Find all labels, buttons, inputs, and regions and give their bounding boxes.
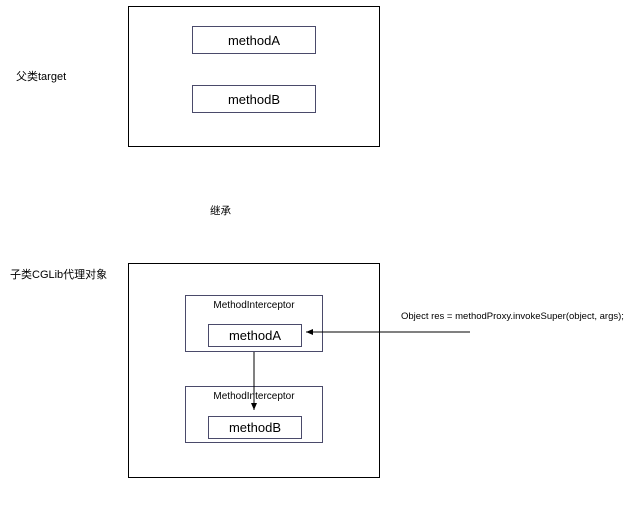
- child-interceptor-b-title: MethodInterceptor: [213, 391, 295, 402]
- child-method-a: methodA: [208, 324, 302, 347]
- code-annotation-label: Object res = methodProxy.invokeSuper(obj…: [401, 311, 624, 322]
- parent-method-b: methodB: [192, 85, 316, 113]
- child-class-label: 子类CGLib代理对象: [10, 269, 108, 281]
- inheritance-label: 继承: [210, 205, 231, 217]
- parent-method-a: methodA: [192, 26, 316, 54]
- parent-class-label: 父类target: [16, 71, 67, 83]
- child-method-b: methodB: [208, 416, 302, 439]
- child-interceptor-a-title: MethodInterceptor: [213, 300, 295, 311]
